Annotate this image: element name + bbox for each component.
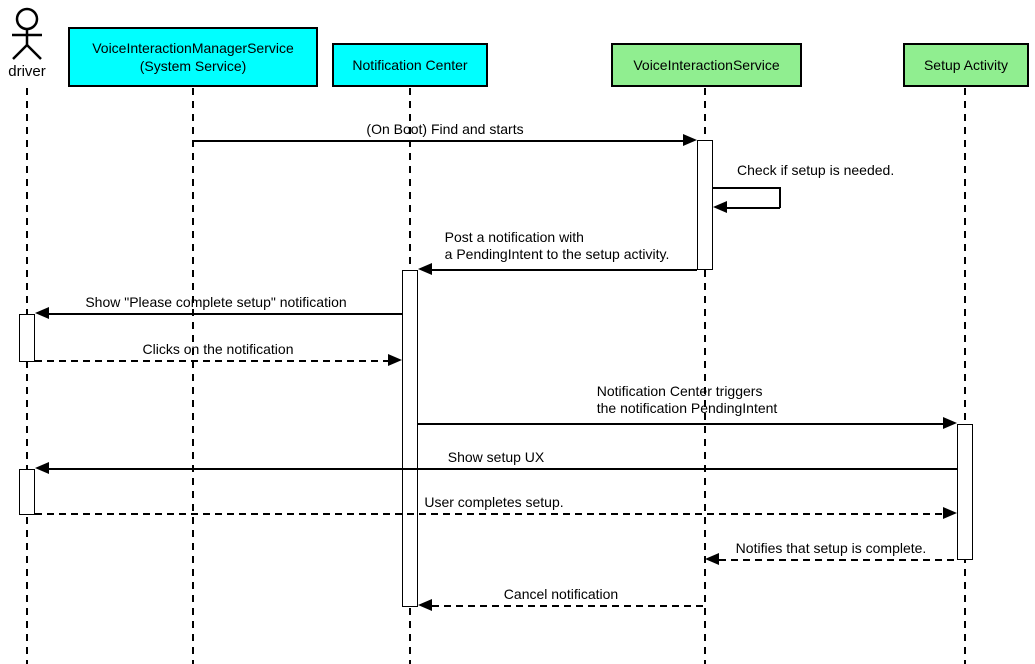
- message-line-5: [35, 360, 388, 362]
- message-label-8: User completes setup.: [424, 494, 564, 510]
- message-line-1: [193, 140, 683, 142]
- arrowhead-icon: [418, 599, 432, 611]
- message-label-2: Check if setup is needed.: [737, 162, 895, 178]
- arrowhead-icon: [713, 201, 727, 213]
- activation-bar-setup-activity: [957, 424, 973, 560]
- message-label-5: Clicks on the notification: [142, 341, 294, 357]
- arrowhead-icon: [943, 507, 957, 519]
- arrowhead-icon: [418, 263, 432, 275]
- lifeline-setup-activity: [964, 88, 966, 664]
- message-line-2-vertical: [779, 187, 781, 208]
- message-label-1: (On Boot) Find and starts: [366, 121, 524, 137]
- actor-label: driver: [8, 63, 46, 80]
- message-label-4: Show "Please complete setup" notificatio…: [85, 294, 347, 310]
- participant-box-voice-interaction-service: VoiceInteractionService: [611, 43, 802, 87]
- lifeline-driver: [26, 88, 28, 664]
- arrowhead-icon: [388, 354, 402, 366]
- participant-box-notification-center: Notification Center: [332, 43, 488, 87]
- lifeline-voice-interaction-service: [704, 88, 706, 664]
- message-label-7: Show setup UX: [447, 449, 545, 465]
- actor-icon: [12, 7, 42, 60]
- message-line-7: [49, 468, 957, 470]
- message-line-10: [432, 605, 705, 607]
- arrowhead-icon: [35, 307, 49, 319]
- message-line-8: [35, 513, 943, 515]
- arrowhead-icon: [683, 134, 697, 146]
- message-line-4: [49, 313, 402, 315]
- arrowhead-icon: [705, 553, 719, 565]
- message-label-10: Cancel notification: [503, 586, 619, 602]
- participant-box-voice-interaction-manager-service: VoiceInteractionManagerService (System S…: [68, 27, 318, 87]
- message-line-2-out: [713, 187, 780, 189]
- message-label-9: Notifies that setup is complete.: [735, 540, 927, 556]
- message-line-6: [418, 423, 943, 425]
- message-line-9: [719, 559, 957, 561]
- arrowhead-icon: [943, 417, 957, 429]
- message-label-6: Notification Center triggers the notific…: [596, 383, 778, 416]
- message-line-3: [432, 269, 697, 271]
- message-line-2-return: [727, 207, 780, 209]
- lifeline-voice-interaction-manager-service: [192, 88, 194, 664]
- activation-bar-voice-interaction-service: [697, 140, 713, 270]
- activation-bar-driver-2: [19, 469, 35, 515]
- participant-box-setup-activity: Setup Activity: [903, 43, 1029, 87]
- activation-bar-driver-1: [19, 314, 35, 362]
- message-label-3: Post a notification with a PendingIntent…: [444, 229, 670, 262]
- arrowhead-icon: [35, 462, 49, 474]
- activation-bar-notification-center: [402, 270, 418, 607]
